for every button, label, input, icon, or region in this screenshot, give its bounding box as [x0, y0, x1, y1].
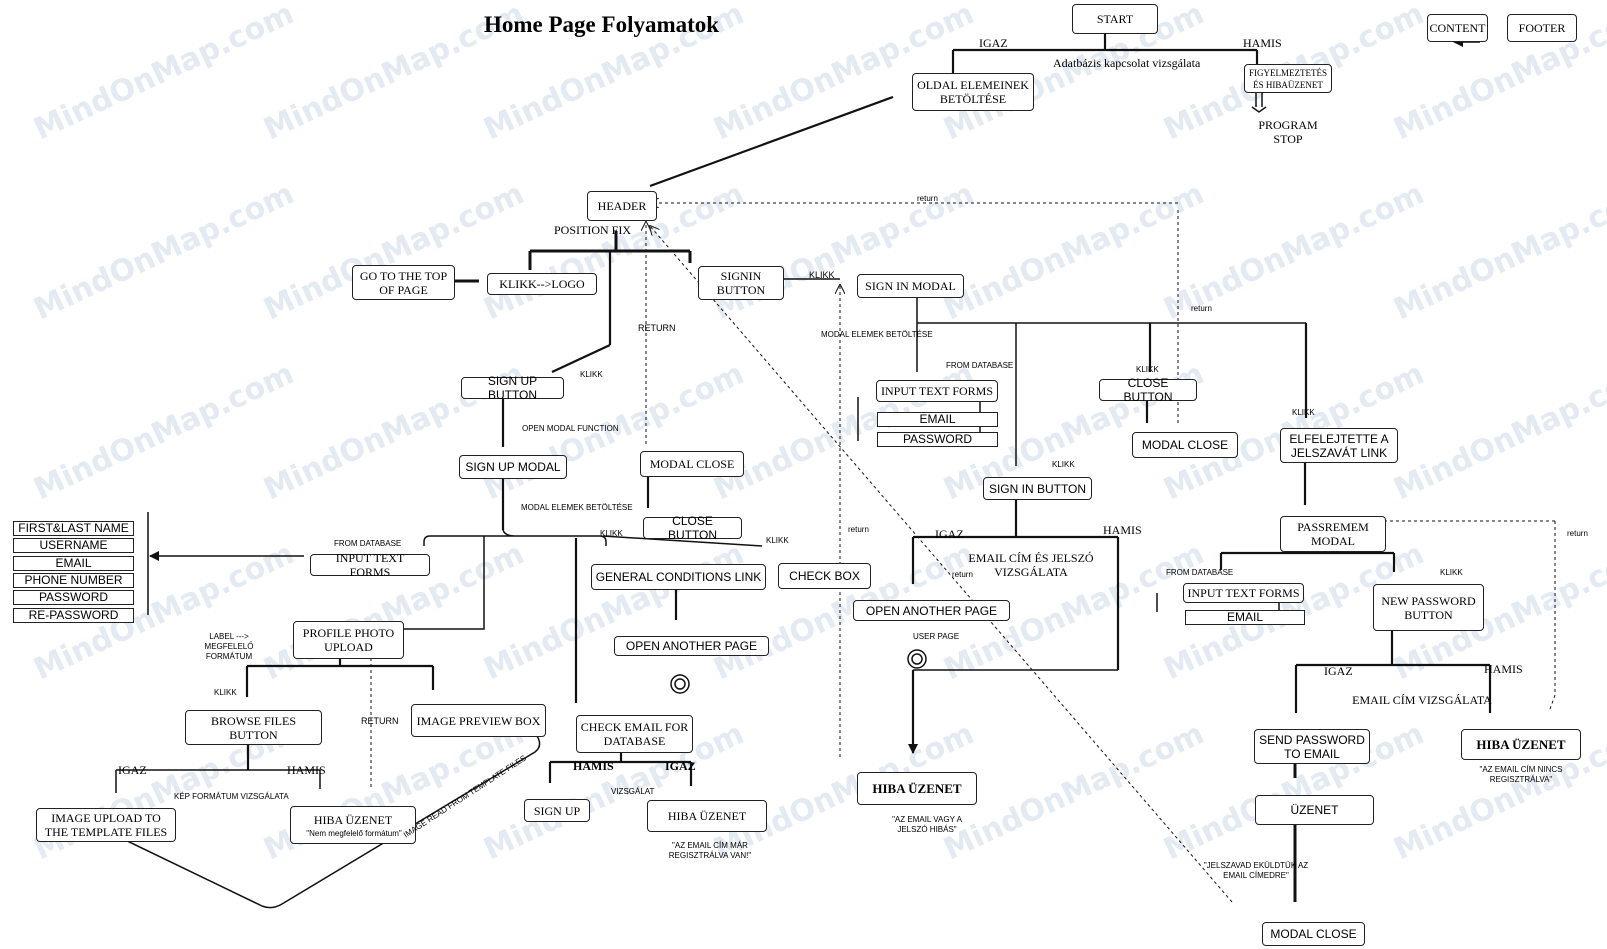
- user-page-label: USER PAGE: [913, 632, 960, 641]
- igaz-label: IGAZ: [979, 36, 1008, 50]
- check-label: EMAIL CÍM ÉS JELSZÓ VIZSGÁLATA: [968, 551, 1094, 579]
- general-conditions-node: GENERAL CONDITIONS LINK: [591, 564, 766, 590]
- forgot-link-node: ELFELEJTETTE A JELSZAVÁT LINK: [1280, 428, 1398, 463]
- klikk-label: KLIKK: [809, 270, 835, 280]
- hamis-label: HAMIS: [287, 763, 326, 777]
- modal-elements-label: MODAL ELEMEK BETÖLTÉSE: [521, 503, 633, 512]
- modal-elements-label: MODAL ELEMEK BETÖLTÉSE: [821, 330, 933, 339]
- return-label: return: [1191, 304, 1212, 313]
- sign-up-node: SIGN UP: [524, 799, 590, 822]
- igaz-label: IGAZ: [665, 759, 696, 773]
- igaz-label: IGAZ: [118, 763, 147, 777]
- warning-node: FIGYELMEZTETÉS ÉS HIBAÜZENET: [1244, 64, 1332, 93]
- signup-button-node: SIGN UP BUTTON: [461, 374, 564, 402]
- open-modal-label: OPEN MODAL FUNCTION: [522, 424, 619, 433]
- hiba-note-label: "AZ EMAIL VAGY A JELSZÓ HIBÁS": [892, 815, 962, 834]
- input-text-forms-node: INPUT TEXT FORMS: [876, 380, 998, 402]
- igaz-label: IGAZ: [935, 527, 964, 541]
- hiba-uzenet-node: HIBA ÜZENET: [1461, 729, 1581, 760]
- browse-files-node: BROWSE FILES BUTTON: [185, 710, 322, 745]
- from-database-label: FROM DATABASE: [946, 361, 1014, 370]
- label-note: LABEL ---> MEGFELELŐ FORMÁTUM: [204, 632, 254, 661]
- logo-node: KLIKK-->LOGO: [487, 273, 597, 295]
- close-button-node: CLOSE BUTTON: [1099, 376, 1197, 404]
- open-another-page-node: OPEN ANOTHER PAGE: [614, 636, 769, 656]
- igaz-label: IGAZ: [1324, 664, 1353, 678]
- new-password-node: NEW PASSWORD BUTTON: [1373, 584, 1484, 631]
- check-label: EMAIL CÍM VIZSGÁLATA: [1352, 693, 1492, 707]
- hamis-label: HAMIS: [1103, 523, 1142, 537]
- signin-button-node: SIGNIN BUTTON: [698, 266, 784, 300]
- db-check-label: Adatbázis kapcsolat vizsgálata: [1053, 56, 1201, 70]
- email-field: EMAIL: [877, 412, 998, 427]
- hiba-note-label: "AZ EMAIL CÍM NINCS REGISZTRÁLVA": [1479, 765, 1563, 784]
- vizsgalat-label: VIZSGÁLAT: [611, 787, 655, 796]
- hamis-label: HAMIS: [573, 759, 614, 773]
- modal-close-node: MODAL CLOSE: [1262, 922, 1365, 946]
- klikk-label: KLIKK: [1292, 408, 1315, 417]
- modal-close-node: MODAL CLOSE: [640, 451, 744, 477]
- header-node: HEADER: [587, 191, 657, 221]
- return-label: RETURN: [638, 323, 676, 333]
- position-fix-label: POSITION FIX: [554, 223, 632, 237]
- hamis-label: HAMIS: [1484, 662, 1523, 676]
- phone-number-field: PHONE NUMBER: [13, 573, 134, 588]
- send-password-node: SEND PASSWORD TO EMAIL: [1254, 729, 1370, 764]
- klikk-label: KLIKK: [766, 536, 789, 545]
- klikk-label: KLIKK: [1136, 365, 1159, 374]
- program-stop-label: PROGRAM STOP: [1258, 118, 1318, 146]
- email-registered-note: "AZ EMAIL CÍM MÁR REGISZTRÁLVA VAN!": [668, 841, 752, 860]
- sent-note-label: "JELSZAVAD EKÜLDTÜK AZ EMAIL CÍMEDRE": [1203, 861, 1309, 880]
- hiba-uzenet-node: HIBA ÜZENET: [290, 806, 416, 844]
- klikk-label: KLIKK: [1052, 460, 1075, 469]
- image-preview-node: IMAGE PREVIEW BOX: [411, 704, 546, 737]
- password-field: PASSWORD: [13, 590, 134, 605]
- klikk-label: KLIKK: [1440, 568, 1463, 577]
- password-field: PASSWORD: [877, 432, 998, 447]
- hiba-uzenet-node: HIBA ÜZENET: [647, 800, 767, 832]
- check-box-node: CHECK BOX: [778, 563, 871, 589]
- from-database-label: FROM DATABASE: [334, 539, 402, 548]
- open-another-page-node: OPEN ANOTHER PAGE: [853, 600, 1010, 621]
- return-label: RETURN: [361, 716, 399, 726]
- return-label: return: [917, 194, 938, 203]
- return-label: return: [848, 525, 869, 534]
- passremem-modal-node: PASSREMEM MODAL: [1280, 516, 1386, 552]
- hamis-label: HAMIS: [1243, 36, 1282, 50]
- go-top-node: GO TO THE TOP OF PAGE: [352, 265, 455, 300]
- profile-photo-node: PROFILE PHOTO UPLOAD: [293, 621, 404, 659]
- email-field: EMAIL: [13, 556, 134, 571]
- start-node: START: [1072, 4, 1158, 34]
- image-upload-node: IMAGE UPLOAD TO THE TEMPLATE FILES: [36, 808, 176, 842]
- format-check-label: KÉP FORMÁTUM VIZSGÁLATA: [174, 792, 289, 801]
- hiba-uzenet-node: HIBA ÜZENET: [857, 772, 977, 805]
- close-button-node: CLOSE BUTTON: [643, 514, 742, 542]
- uzenet-node: ÜZENET: [1255, 795, 1374, 825]
- return-label: return: [952, 570, 973, 579]
- footer-node: FOOTER: [1507, 14, 1577, 42]
- modal-close-node: MODAL CLOSE: [1132, 432, 1238, 458]
- signin-button-node: SIGN IN BUTTON: [983, 477, 1092, 500]
- first-last-name-field: FIRST&LAST NAME: [13, 521, 134, 536]
- klikk-label: KLIKK: [600, 529, 623, 538]
- from-database-label: FROM DATABASE: [1166, 568, 1234, 577]
- load-elements-node: OLDAL ELEMEINEK BETÖLTÉSE: [912, 73, 1034, 111]
- check-email-node: CHECK EMAIL FOR DATABASE: [576, 715, 693, 753]
- input-text-forms-node: INPUT TEXT FORMS: [310, 551, 430, 579]
- page-title: Home Page Folyamatok: [484, 12, 720, 37]
- input-text-forms-node: INPUT TEXT FORMS: [1183, 583, 1304, 603]
- re-password-field: RE-PASSWORD: [13, 608, 134, 623]
- signup-modal-node: SIGN UP MODAL: [459, 455, 567, 479]
- klikk-label: KLIKK: [580, 370, 603, 379]
- content-node: CONTENT: [1427, 14, 1488, 42]
- email-field: EMAIL: [1185, 610, 1305, 625]
- username-field: USERNAME: [13, 538, 134, 553]
- hiba-note-label: "Nem megfelelő formátum": [306, 829, 402, 838]
- return-label: return: [1567, 529, 1588, 538]
- signin-modal-node: SIGN IN MODAL: [857, 274, 964, 298]
- klikk-label: KLIKK: [214, 688, 237, 697]
